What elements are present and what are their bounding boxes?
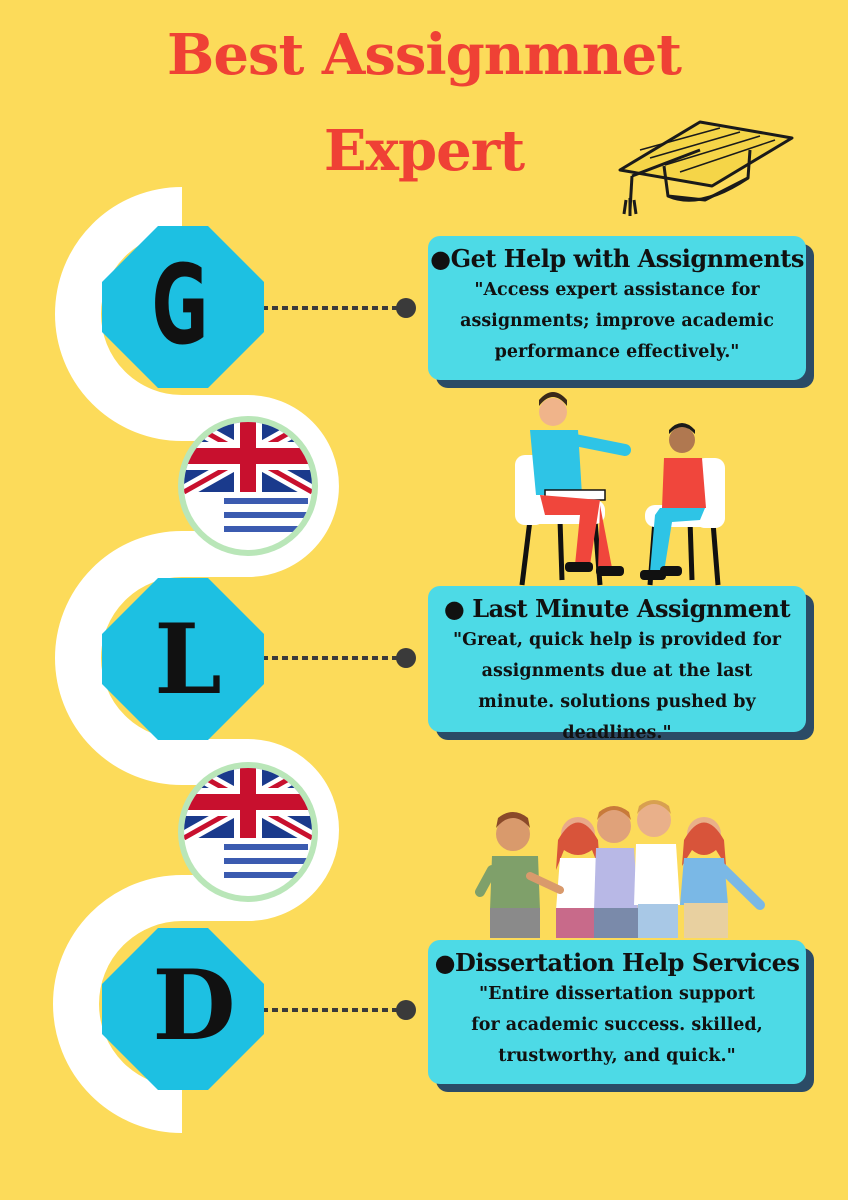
letter-d: D xyxy=(152,949,236,1062)
uk-flag-document-icon xyxy=(178,416,318,556)
card-dissertation: ●Dissertation Help Services "Entire diss… xyxy=(428,940,806,1084)
card-description: "Entire dissertation support for academi… xyxy=(471,984,763,1066)
uk-flag-document-icon xyxy=(178,762,318,902)
card-title: ● Last Minute Assignment xyxy=(443,594,791,623)
card-get-help: ●Get Help with Assignments "Access exper… xyxy=(428,236,806,380)
connector-dot xyxy=(396,298,416,1020)
letter-g: G xyxy=(151,241,209,369)
page-title-line-2: Expert xyxy=(323,118,525,184)
card-title: ●Get Help with Assignments xyxy=(430,244,804,273)
card-last-minute: ● Last Minute Assignment "Great, quick h… xyxy=(428,586,806,743)
page-title-line-1: Best Assignmnet xyxy=(167,22,682,88)
letter-l: L xyxy=(154,603,222,716)
connector-line xyxy=(262,306,404,1012)
card-title: ●Dissertation Help Services xyxy=(434,948,800,977)
card-description: "Great, quick help is provided for assig… xyxy=(453,630,781,743)
card-description: "Access expert assistance for assignment… xyxy=(460,280,774,362)
